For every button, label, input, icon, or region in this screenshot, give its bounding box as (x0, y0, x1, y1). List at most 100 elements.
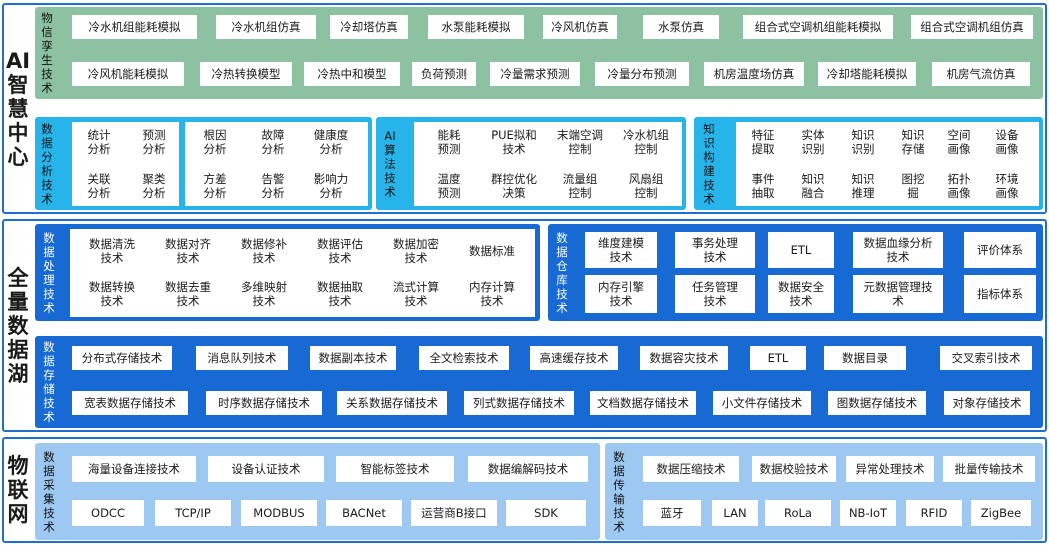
tech-box: 指标体系 (964, 275, 1036, 313)
transport-label: 数据传输技术 (613, 449, 625, 534)
tech-box: BACNet (326, 500, 402, 526)
tech-box: RFID (906, 500, 962, 526)
tech-box: 机房气流仿真 (932, 62, 1030, 86)
tech-item: 数据去重 技术 (165, 280, 211, 308)
tech-box: 冷量分布预测 (595, 62, 689, 86)
tech-item: 知识 融合 (801, 172, 825, 200)
tech-item: 告警 分析 (261, 172, 285, 200)
tech-item: 数据清洗 技术 (89, 237, 135, 265)
tech-box: 蓝牙 (643, 500, 701, 526)
tech-box: 冷风机仿真 (543, 15, 617, 39)
knowledge-group (736, 122, 1039, 206)
tech-box: 冷热中和模型 (304, 62, 400, 86)
tech-box: 元数据管理技 术 (853, 275, 943, 313)
tech-item: 拓扑 画像 (947, 172, 971, 200)
tech-box: 水泵仿真 (643, 15, 719, 39)
tech-box: 分布式存储技术 (72, 346, 172, 370)
warehouse-label: 数据仓库技术 (556, 230, 568, 315)
tech-box: 数据血缘分析 技术 (853, 232, 943, 268)
tech-item: 风扇组 控制 (628, 172, 664, 200)
analysis-label: 数据分析技术 (41, 121, 53, 206)
tech-box: 冷水机组能耗模拟 (72, 15, 197, 39)
tech-box: 交叉索引技术 (940, 346, 1032, 370)
tech-item: 流量组 控制 (562, 172, 598, 200)
tech-item: 环境 画像 (995, 172, 1019, 200)
tech-box: 数据副本技术 (310, 346, 396, 370)
tech-item: 内存计算 技术 (469, 280, 515, 308)
tech-box: 高速缓存技术 (530, 346, 618, 370)
tech-box: 冷量需求预测 (490, 62, 580, 86)
tech-box: 时序数据存储技术 (206, 391, 322, 415)
tech-item: 数据对齐 技术 (165, 237, 211, 265)
tech-item: 聚类 分析 (142, 172, 166, 200)
tech-box: 组合式空调机组仿真 (911, 15, 1033, 39)
algo-group (414, 122, 682, 206)
tech-box: 事务处理 技术 (675, 232, 755, 268)
tech-box: ETL (750, 346, 806, 370)
processing-group (70, 229, 535, 317)
tech-box: 小文件存储技术 (713, 391, 811, 415)
tech-box: 设备认证技术 (208, 456, 324, 482)
tech-item: 群控优化 决策 (491, 172, 537, 200)
tech-item: 知识 推理 (851, 172, 875, 200)
tech-box: 数据安全 技术 (768, 275, 834, 313)
tech-item: 数据加密 技术 (393, 237, 439, 265)
ai-center-frame (2, 3, 1047, 214)
tech-box: 运营商B接口 (411, 500, 497, 526)
tech-item: 实体 识别 (801, 128, 825, 156)
tech-box: 宽表数据存储技术 (72, 391, 188, 415)
tech-item: 能耗 预测 (437, 128, 461, 156)
tech-box: 水泵能耗模拟 (428, 15, 524, 39)
tech-item: 预测 分析 (142, 128, 166, 156)
analysis-group2 (185, 122, 368, 206)
tech-box: 数据容灾技术 (640, 346, 728, 370)
tech-item: 故障 分析 (261, 128, 285, 156)
tech-item: 冷水机组 控制 (623, 128, 669, 156)
tech-box: 对象存储技术 (944, 391, 1030, 415)
tech-box: 负荷预测 (412, 62, 476, 86)
tech-box: 关系数据存储技术 (337, 391, 447, 415)
tech-box: LAN (712, 500, 758, 526)
tech-box: RoLa (765, 500, 831, 526)
tech-item: 关联 分析 (87, 172, 111, 200)
tech-box: 组合式空调机组能耗模拟 (743, 15, 893, 39)
tech-item: 空间 画像 (947, 128, 971, 156)
tech-item: 数据修补 技术 (241, 237, 287, 265)
tech-item: 数据抽取 技术 (317, 280, 363, 308)
tech-item: 健康度 分析 (313, 128, 349, 156)
tech-box: 文档数据存储技术 (590, 391, 696, 415)
tech-item: 影响力 分析 (313, 172, 349, 200)
tech-box: 海量设备连接技术 (72, 456, 196, 482)
tech-box: 图数据存储技术 (828, 391, 926, 415)
tech-box: 列式数据存储技术 (464, 391, 574, 415)
tech-box: MODBUS (241, 500, 317, 526)
tech-box: 数据目录 (824, 346, 906, 370)
tech-item: 知识 识别 (851, 128, 875, 156)
tech-box: ODCC (72, 500, 144, 526)
tech-item: 知识 存储 (901, 128, 925, 156)
tech-box: 冷风机能耗模拟 (72, 62, 184, 86)
tech-box: 数据压缩技术 (643, 456, 739, 482)
tech-box: 消息队列技术 (196, 346, 288, 370)
tech-item: 末端空调 控制 (557, 128, 603, 156)
tech-box: TCP/IP (155, 500, 231, 526)
tech-box: 冷热转换模型 (200, 62, 292, 86)
tech-box: 机房温度场仿真 (704, 62, 804, 86)
tech-item: 数据转换 技术 (89, 280, 135, 308)
tech-item: 温度 预测 (437, 172, 461, 200)
knowledge-label: 知识构建技术 (703, 121, 715, 206)
tech-box: 批量传输技术 (943, 456, 1035, 482)
tech-box: 任务管理 技术 (675, 275, 755, 313)
tech-item: 事件 抽取 (751, 172, 775, 200)
tech-box: SDK (506, 500, 586, 526)
tech-item: 根因 分析 (203, 128, 227, 156)
data-lake-frame (2, 219, 1047, 432)
data-lake-title: 全量数据湖 (7, 265, 29, 386)
analysis-group1 (72, 122, 179, 206)
tech-box: ZigBee (971, 500, 1031, 526)
tech-item: 设备 画像 (995, 128, 1019, 156)
storage-label: 数据存储技术 (43, 340, 55, 424)
tech-item: 数据标准 (469, 244, 515, 258)
tech-item: 方差 分析 (203, 172, 227, 200)
tech-box: 全文检索技术 (419, 346, 509, 370)
